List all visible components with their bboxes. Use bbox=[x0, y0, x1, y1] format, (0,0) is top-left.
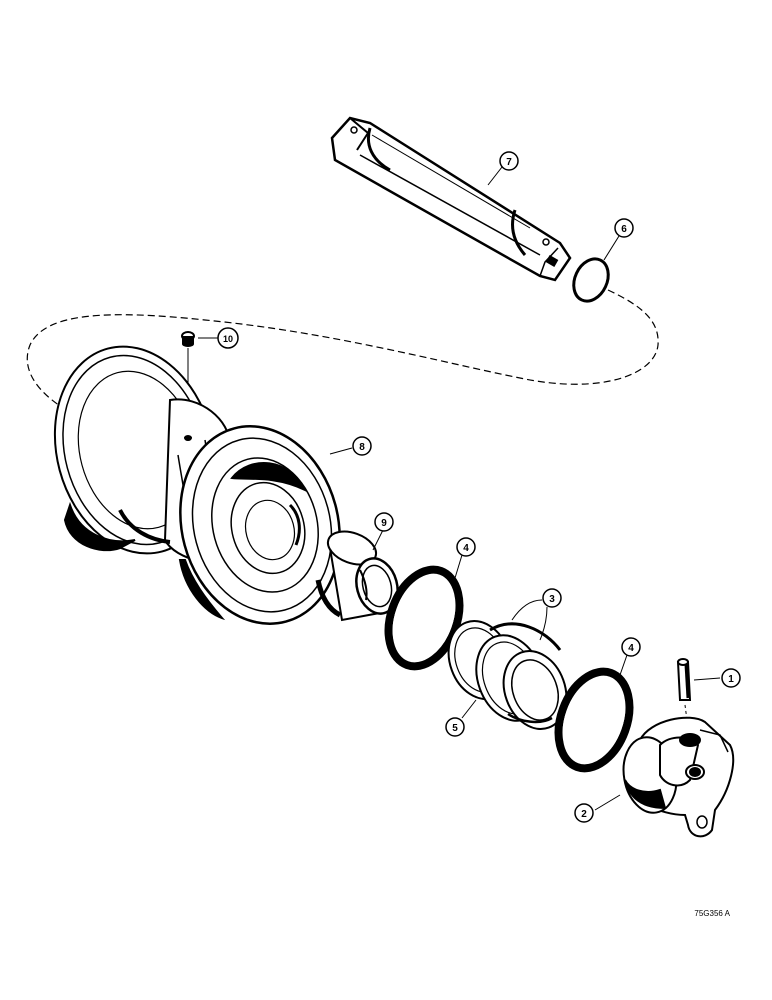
svg-text:6: 6 bbox=[621, 224, 627, 235]
svg-text:7: 7 bbox=[506, 157, 512, 168]
callout-6: 6 bbox=[614, 218, 634, 238]
seal-group-part-3 bbox=[447, 620, 568, 730]
collar-part-2 bbox=[622, 716, 735, 838]
callout-8: 8 bbox=[352, 436, 372, 456]
callout-4-lower: 4 bbox=[621, 637, 641, 657]
seal-ring-part-4-lower bbox=[554, 667, 634, 773]
callout-9: 9 bbox=[374, 512, 394, 532]
svg-text:4: 4 bbox=[463, 543, 469, 554]
callout-1: 1 bbox=[721, 668, 741, 688]
callout-5: 5 bbox=[445, 717, 465, 737]
roller-part-8 bbox=[53, 345, 341, 625]
callout-2: 2 bbox=[574, 803, 594, 823]
shaft-part-7 bbox=[330, 116, 572, 282]
pin-part-1 bbox=[676, 658, 692, 721]
o-ring-part-6 bbox=[572, 257, 610, 303]
bushing-part-9 bbox=[315, 530, 399, 622]
seal-ring-part-4-upper bbox=[384, 565, 464, 671]
svg-text:10: 10 bbox=[223, 334, 233, 344]
callout-10: 10 bbox=[217, 327, 239, 349]
callout-4-upper: 4 bbox=[456, 537, 476, 557]
svg-text:9: 9 bbox=[381, 518, 387, 529]
assembly-path-dashed bbox=[26, 289, 659, 416]
leader-lines bbox=[198, 166, 721, 811]
callout-3: 3 bbox=[542, 588, 562, 608]
reference-code: 75G356 A bbox=[694, 909, 730, 918]
callout-7: 7 bbox=[499, 151, 519, 171]
svg-text:1: 1 bbox=[728, 674, 734, 685]
svg-text:8: 8 bbox=[359, 442, 365, 453]
svg-text:3: 3 bbox=[549, 594, 555, 605]
svg-text:2: 2 bbox=[581, 809, 587, 820]
svg-text:5: 5 bbox=[452, 723, 458, 734]
svg-text:4: 4 bbox=[628, 643, 634, 654]
